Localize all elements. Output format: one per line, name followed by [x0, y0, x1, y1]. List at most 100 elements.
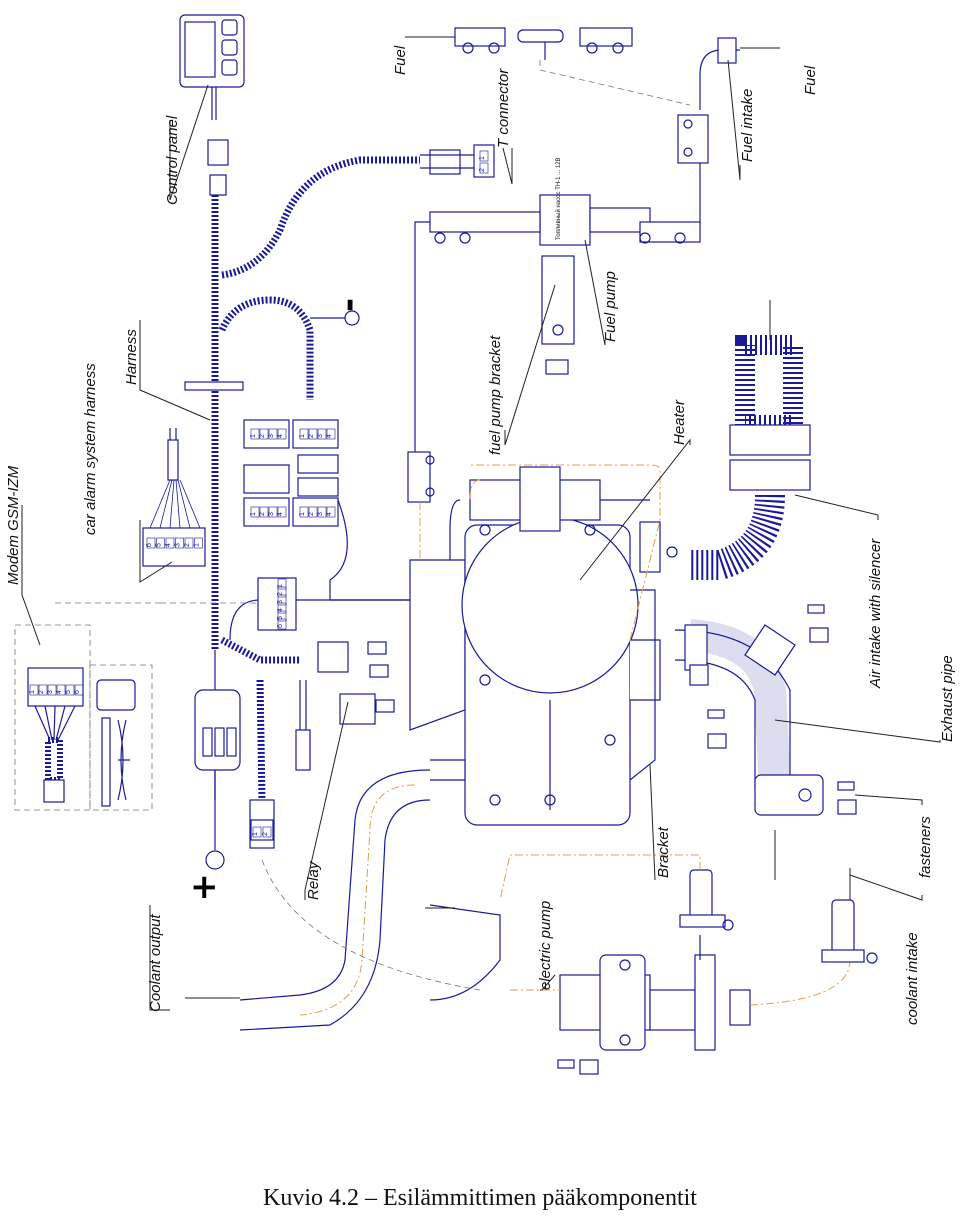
pin-number: 2 [479, 168, 486, 172]
fuel-pump-bracket [541, 255, 575, 375]
pin-cell [308, 428, 318, 440]
pin-cell [479, 162, 489, 174]
pin-number: 1 [479, 156, 486, 160]
label-fuel-intake: Fuel intake [739, 89, 756, 162]
pin-number: 4 [165, 543, 172, 547]
pump-nameplate: Топливный насос ТН-1 ... 12В [555, 157, 562, 240]
pin-number: 3 [277, 600, 284, 604]
label-t-connector: T connector [495, 68, 512, 148]
pin-cell [65, 684, 75, 696]
label-fuel-right: Fuel [802, 65, 819, 95]
pin-number: 1 [299, 512, 306, 516]
pin-cell [326, 428, 336, 440]
pin-cell [156, 537, 165, 549]
label-fuel-pump-bracket: fuel pump bracket [487, 335, 504, 455]
pin-number: 5 [156, 543, 163, 547]
pin-cell [308, 506, 318, 518]
minus-terminal [310, 310, 360, 326]
label-air-intake: Air intake with silencer [867, 538, 884, 689]
pin-cell [277, 506, 287, 518]
label-heater: Heater [671, 399, 688, 445]
pin-number: 3 [47, 690, 54, 694]
labels: Modem GSM-IZM car alarm system harness H… [5, 45, 956, 1025]
label-relay: Relay [305, 860, 322, 900]
fasteners [557, 604, 857, 1075]
label-coolant-intake: coolant intake [904, 932, 921, 1025]
pin-cell [277, 594, 287, 606]
label-coolant-output: Coolant output [147, 914, 164, 1012]
fuel-intake [677, 37, 780, 225]
label-harness: Harness [123, 329, 140, 385]
pin-cell [277, 618, 287, 630]
control-panel [179, 14, 245, 196]
label-modem: Modem GSM-IZM [5, 465, 22, 585]
pin-cell [299, 428, 309, 440]
pin-cell [299, 506, 309, 518]
coolant-output-pipe [185, 769, 501, 1031]
minus-sign: - [329, 298, 369, 312]
pin-cell [259, 428, 269, 440]
pin-number: 1 [194, 543, 201, 547]
pin-cell [268, 428, 278, 440]
pin-number: 5 [65, 690, 72, 694]
label-fuel-top: Fuel [392, 45, 409, 75]
label-car-alarm: car alarm system harness [82, 363, 99, 535]
relay [295, 641, 395, 771]
pin-number: 4 [277, 434, 284, 438]
pin-cell [165, 537, 175, 549]
pin-cell [277, 602, 287, 614]
label-bracket: Bracket [655, 826, 672, 878]
harness [184, 156, 420, 870]
plus-sign: + [190, 867, 219, 907]
pin-number: 2 [38, 690, 45, 694]
pin-number: 4 [56, 690, 63, 694]
pin-number: 1 [252, 832, 259, 836]
pin-number: 4 [277, 512, 284, 516]
heater [409, 466, 661, 826]
pin-number: 2 [308, 512, 315, 516]
pin-number: 6 [74, 690, 81, 694]
pin-cell [29, 684, 39, 696]
pin-cell [194, 537, 203, 549]
pin-number: 4 [326, 434, 333, 438]
pin-number: 2 [308, 434, 315, 438]
label-control-panel: Control panel [164, 115, 181, 205]
label-fuel-pump: Fuel pump [602, 271, 619, 342]
coolant-intake [499, 854, 878, 964]
pin-number: 3 [317, 434, 324, 438]
pin-cell [479, 150, 489, 162]
label-exhaust-pipe: Exhaust pipe [939, 655, 956, 742]
pin-number: 1 [250, 512, 257, 516]
label-fasteners: fasteners [917, 816, 934, 878]
pin-cell [56, 684, 66, 696]
pin-number: 1 [299, 434, 306, 438]
fuel-pump: Топливный насос ТН-1 ... 12В [407, 157, 701, 560]
pin-cell [277, 428, 287, 440]
pin-number: 3 [268, 434, 275, 438]
pin-cell [277, 610, 287, 622]
pin-cell [317, 428, 327, 440]
pin-cell [47, 684, 57, 696]
label-electric-pump: electric pump [537, 901, 554, 990]
pin-number: 2 [184, 543, 191, 547]
pin-cell [317, 506, 327, 518]
leader-lines [21, 59, 941, 1011]
pin-cell [175, 537, 184, 549]
pin-number: 6 [277, 624, 284, 628]
pin-number: 2 [259, 434, 266, 438]
pin-number: 6 [146, 543, 153, 547]
pin-cell [326, 506, 336, 518]
pin-cell [259, 506, 269, 518]
pin-number: 1 [29, 690, 36, 694]
pin-number: 1 [277, 584, 284, 588]
air-intake [666, 300, 811, 580]
pin-cell [250, 506, 260, 518]
pin-cell [74, 684, 84, 696]
pin-cell [268, 506, 278, 518]
pin-number: 2 [277, 592, 284, 596]
